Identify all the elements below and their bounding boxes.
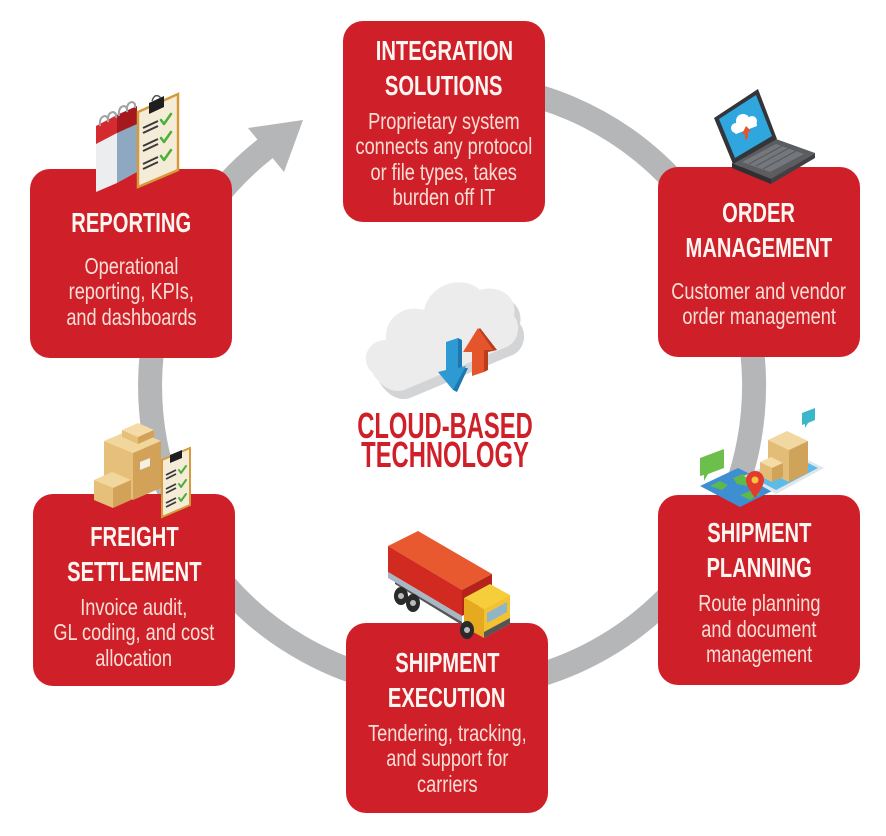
hub-title-line: TECHNOLOGY: [361, 434, 529, 475]
node-shipment-planning: SHIPMENT PLANNING Route planning and doc…: [658, 495, 860, 685]
description-line: Tendering, tracking,: [367, 719, 527, 746]
description-line: and dashboards: [65, 303, 197, 330]
title-line: SHIPMENT: [706, 517, 812, 549]
title-line: ORDER: [722, 196, 796, 228]
description-line: burden off IT: [392, 184, 496, 210]
title-line: EXECUTION: [388, 681, 506, 713]
description-line: GL coding, and cost: [53, 619, 215, 646]
node-title: ORDER MANAGEMENT: [658, 195, 860, 265]
node-title: FREIGHT SETTLEMENT: [33, 519, 235, 589]
node-description: Route planning and document management: [658, 591, 860, 668]
node-description: Proprietary system connects any protocol…: [343, 107, 545, 211]
title-line: REPORTING: [71, 206, 191, 238]
node-title: SHIPMENT PLANNING: [658, 515, 860, 585]
title-line: SETTLEMENT: [66, 555, 202, 587]
cycle-arrowhead-icon: [248, 120, 303, 172]
title-line: SHIPMENT: [394, 646, 500, 678]
description-line: order management: [682, 303, 836, 329]
node-integration-solutions: INTEGRATION SOLUTIONS Proprietary system…: [343, 21, 545, 222]
description-line: management: [705, 641, 813, 668]
description-line: and support for: [385, 745, 509, 772]
description-line: reporting, KPIs,: [68, 278, 194, 305]
node-reporting: REPORTING Operational reporting, KPIs, a…: [30, 169, 232, 358]
title-line: INTEGRATION: [375, 34, 513, 66]
description-line: Invoice audit,: [80, 593, 188, 620]
node-description: Customer and vendor order management: [658, 277, 860, 330]
node-title: SHIPMENT EXECUTION: [346, 645, 548, 715]
node-description: Operational reporting, KPIs, and dashboa…: [30, 252, 232, 331]
description-line: Operational: [84, 252, 178, 279]
node-description: Invoice audit, GL coding, and cost alloc…: [33, 593, 235, 672]
description-line: Proprietary system: [368, 107, 520, 134]
node-shipment-execution: SHIPMENT EXECUTION Tendering, tracking, …: [346, 623, 548, 813]
node-title: INTEGRATION SOLUTIONS: [343, 33, 545, 103]
hub-title-line: CLOUD-BASED: [357, 405, 533, 446]
description-line: connects any protocol: [355, 133, 533, 159]
node-description: Tendering, tracking, and support for car…: [346, 719, 548, 798]
title-line: MANAGEMENT: [685, 231, 833, 263]
description-line: Customer and vendor: [671, 277, 847, 304]
hub-label: CLOUD-BASED TECHNOLOGY: [345, 405, 545, 475]
title-line: FREIGHT: [89, 520, 179, 552]
description-line: carriers: [416, 770, 478, 797]
description-line: and document: [701, 615, 817, 642]
cycle-ring: [138, 72, 767, 700]
node-order-management: ORDER MANAGEMENT Customer and vendor ord…: [658, 167, 860, 357]
node-title: REPORTING: [30, 205, 232, 240]
node-freight-settlement: FREIGHT SETTLEMENT Invoice audit, GL cod…: [33, 494, 235, 686]
description-line: Route planning: [697, 590, 821, 617]
title-line: PLANNING: [706, 552, 812, 584]
title-line: SOLUTIONS: [385, 69, 503, 101]
description-line: or file types, takes: [370, 158, 518, 185]
description-line: allocation: [95, 644, 173, 671]
